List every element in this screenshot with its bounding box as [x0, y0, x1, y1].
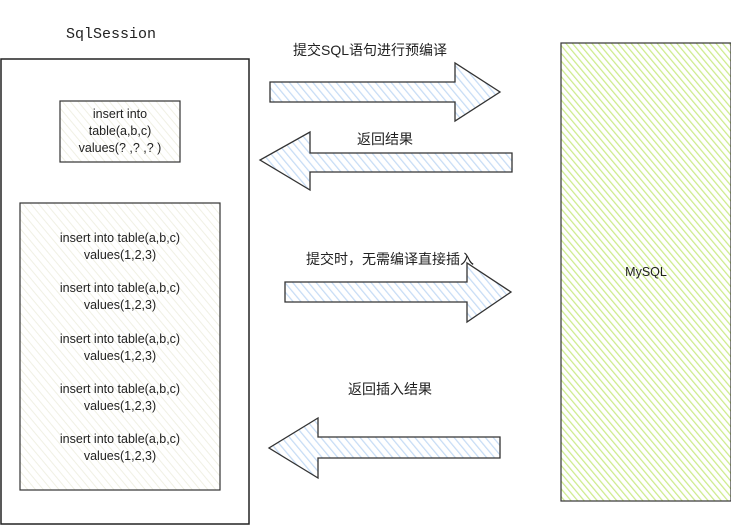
arrow-return-result: [258, 130, 513, 192]
batch-statement-3: insert into table(a,b,c) values(1,2,3): [20, 331, 220, 365]
statement-line: values(1,2,3): [83, 449, 157, 463]
arrow-label-submit-insert: 提交时，无需编译直接插入: [306, 251, 474, 267]
mysql-box: [560, 42, 731, 502]
batch-statement-2: insert into table(a,b,c) values(1,2,3): [20, 280, 220, 314]
statement-line: values(? ,? ,? ): [78, 141, 162, 155]
arrow-return-insert-result: [267, 416, 501, 480]
arrow-label-return-result: 返回结果: [357, 131, 413, 147]
mysql-label: MySQL: [625, 265, 667, 279]
statement-line: table(a,b,c): [88, 124, 152, 138]
statement-line: insert into table(a,b,c): [59, 432, 181, 446]
statement-line: insert into table(a,b,c): [59, 382, 181, 396]
statement-line: values(1,2,3): [83, 349, 157, 363]
batch-statement-1: insert into table(a,b,c) values(1,2,3): [20, 230, 220, 264]
arrow-submit-insert: [284, 261, 513, 324]
statement-line: insert into: [92, 107, 148, 121]
prepared-statement: insert into table(a,b,c) values(? ,? ,? …: [60, 106, 180, 157]
arrow-label-submit-precompile: 提交SQL语句进行预编译: [292, 42, 447, 58]
statement-line: values(1,2,3): [83, 298, 157, 312]
statement-line: values(1,2,3): [83, 248, 157, 262]
statement-line: insert into table(a,b,c): [59, 281, 181, 295]
statement-line: insert into table(a,b,c): [59, 231, 181, 245]
prepared-statement-box: [59, 100, 181, 163]
statement-line: values(1,2,3): [83, 399, 157, 413]
arrow-submit-precompile: [269, 61, 502, 123]
batch-statements-box: [19, 202, 221, 491]
statement-line: insert into table(a,b,c): [59, 332, 181, 346]
batch-statement-4: insert into table(a,b,c) values(1,2,3): [20, 381, 220, 415]
sqlsession-title: SqlSession: [65, 26, 156, 43]
batch-statement-5: insert into table(a,b,c) values(1,2,3): [20, 431, 220, 465]
arrow-label-return-insert-result: 返回插入结果: [348, 381, 432, 397]
